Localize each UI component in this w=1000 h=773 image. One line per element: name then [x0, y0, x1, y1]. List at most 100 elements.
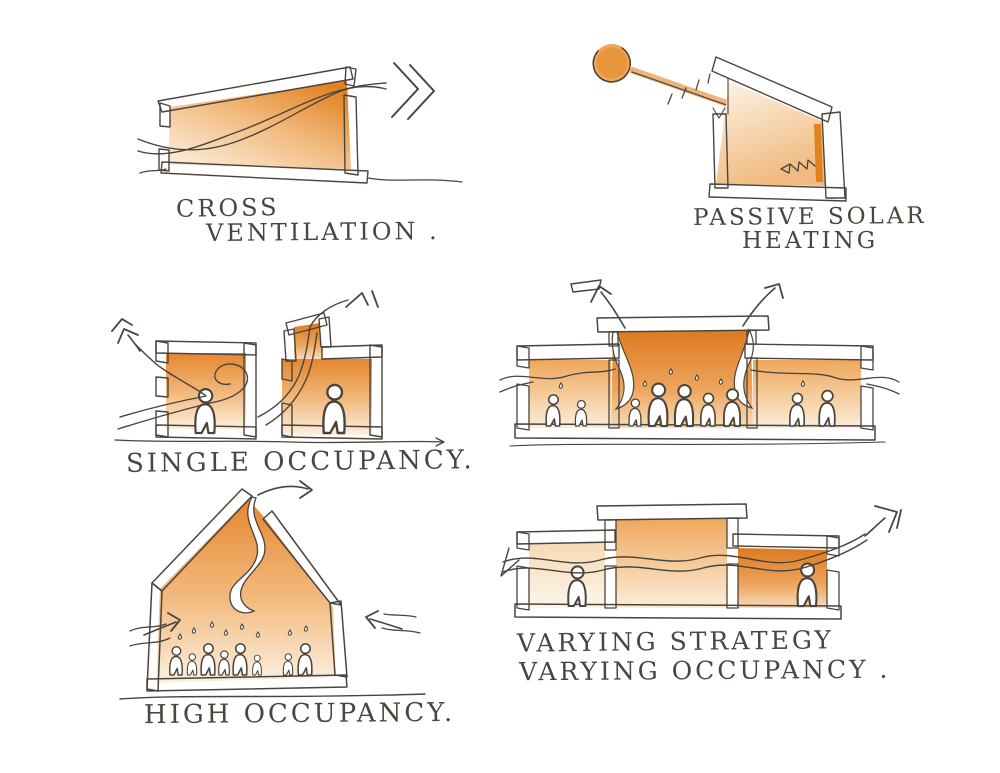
airflow-loop: [117, 344, 249, 430]
left-wall-lower: [516, 383, 530, 431]
high-occupancy-sketch: [119, 480, 426, 700]
room-interior: [716, 82, 826, 186]
clerestory-post-left: [608, 331, 619, 347]
exit-arrow-icon: [257, 480, 313, 499]
entry-arrow-icon-right: [365, 610, 421, 634]
right-roof: [744, 343, 874, 361]
stack-right-wall: [318, 316, 332, 348]
right-wall: [343, 94, 359, 176]
exit-arrow-icon: [391, 62, 435, 120]
right-roof: [262, 510, 342, 606]
floor-slab: [160, 161, 369, 184]
left-roof: [516, 343, 620, 361]
right-wall: [329, 600, 348, 678]
ground-line: [509, 441, 886, 447]
passive-solar-label-line2: HEATING: [742, 228, 879, 254]
high-occupancy-label: HIGH OCCUPANCY.: [143, 697, 456, 731]
left-wall-upper: [516, 531, 530, 551]
building-section: [708, 56, 847, 202]
right-wall-upper: [826, 535, 840, 557]
floor-slab: [146, 674, 348, 692]
roof-wall: [155, 340, 257, 356]
left-wall-lower: [516, 565, 530, 611]
stack-left-wall: [283, 328, 297, 362]
room-interior: [156, 499, 336, 683]
building-section: [157, 66, 369, 184]
exit-arrow-icon-right: [742, 283, 784, 327]
left-room-interior: [529, 542, 605, 608]
left-wall-lower: [155, 410, 169, 438]
right-wall-upper: [860, 345, 874, 371]
stack-cap: [285, 312, 328, 336]
down-draft-ribbon-left: [611, 331, 635, 411]
left-room-interior: [529, 360, 611, 428]
airflow-lines: [499, 368, 900, 395]
rising-air-ribbon: [229, 496, 266, 614]
floor-slab: [514, 603, 842, 620]
left-wall-lower: [281, 402, 293, 438]
building-section: [514, 503, 842, 620]
left-wall-lower: [158, 148, 170, 172]
left-wall-upper: [516, 345, 530, 369]
right-wall-lower: [860, 385, 874, 431]
airflow-line: [137, 82, 387, 155]
thermal-mass-absorber: [814, 124, 823, 182]
left-wall-upper: [159, 102, 171, 128]
left-wall-upper: [155, 340, 169, 364]
building-section: [146, 488, 348, 692]
building-section-right: [281, 312, 383, 440]
exit-arrow-icon: [864, 505, 902, 537]
divider-right-upper: [726, 517, 739, 549]
center-room-interior: [611, 330, 753, 428]
ground-line: [114, 437, 445, 447]
glazing-line: [712, 77, 729, 119]
left-wall-mid: [155, 376, 169, 398]
down-draft-ribbon-right: [733, 328, 754, 410]
ground-line-right: [367, 177, 463, 183]
person-figure: [322, 383, 346, 435]
single-occupancy-sketch: [111, 290, 445, 447]
right-wall: [821, 111, 846, 199]
exit-arrow-icon-right: [345, 290, 379, 308]
passive-solar-sketch: [592, 44, 847, 202]
divider-left-lower: [604, 565, 617, 609]
cross-ventilation-sketch: [137, 62, 463, 184]
roof-wall: [711, 56, 833, 123]
building-section-left: [155, 340, 257, 440]
center-room-interior: [616, 518, 727, 608]
divider-wall-right: [746, 357, 758, 429]
varying-strategy-label-line2: VARYING OCCUPANCY .: [518, 654, 891, 687]
right-wall-lower: [826, 569, 840, 611]
clerestory-roof: [596, 315, 770, 333]
floor-slab: [708, 183, 847, 202]
ground-line: [119, 693, 426, 700]
airflow-line: [500, 533, 868, 577]
entry-pennant: [500, 547, 520, 577]
center-roof: [596, 503, 748, 521]
varying-strategy-sketch: [500, 503, 902, 620]
airflow-stack: [257, 299, 349, 426]
single-occupancy-label: SINGLE OCCUPANCY.: [125, 445, 475, 479]
person-figure: [796, 562, 818, 608]
entry-arrow-icon-left: [129, 612, 181, 647]
right-room-interior: [753, 360, 861, 428]
roof-cap: [344, 66, 357, 87]
sun-icon: [592, 44, 632, 83]
floor-slab: [514, 423, 876, 441]
divider-left-upper: [604, 519, 617, 551]
right-roof: [732, 533, 840, 549]
ray-tick-marks: [667, 73, 711, 105]
divider-right-lower: [726, 563, 739, 609]
passive-solar-label-line1: PASSIVE SOLAR: [692, 202, 927, 232]
room-interior: [282, 359, 372, 435]
reradiation-icon: [780, 159, 816, 174]
left-roof: [516, 529, 616, 545]
roof-wall: [321, 344, 383, 360]
assembly-stack-sketch: [499, 279, 900, 447]
exit-arrow-icon-left: [111, 318, 141, 352]
cross-ventilation-label-line2: VENTILATION .: [205, 216, 440, 248]
exit-arrow-icon-left: [570, 279, 626, 329]
ground-line-left: [139, 168, 167, 174]
left-wall-upper: [281, 358, 293, 382]
varying-strategy-label-line1: VARYING STRATEGY: [516, 625, 835, 658]
